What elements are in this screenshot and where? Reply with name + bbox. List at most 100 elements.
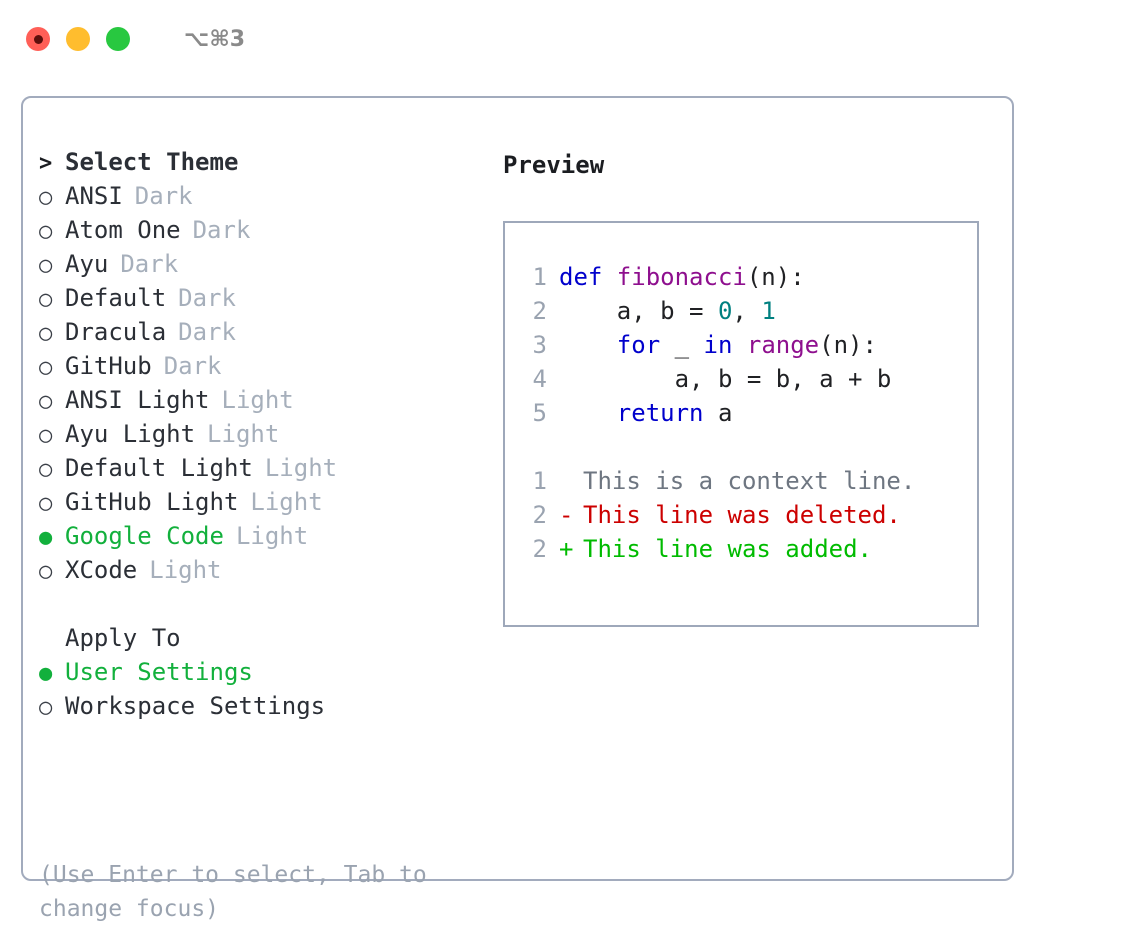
diff-content: This is a context line.	[583, 467, 916, 495]
apply-to-title: Apply To	[65, 624, 181, 652]
diff-line: 2+This line was added.	[523, 535, 977, 569]
theme-list-item[interactable]: ○ Default Light Light	[39, 454, 479, 488]
theme-name: Default Light	[65, 454, 253, 482]
theme-variant-badge: Dark	[120, 250, 179, 278]
radio-unselected-icon: ○	[39, 321, 53, 346]
theme-name: Atom One	[65, 216, 181, 244]
code-token: fibonacci	[616, 263, 747, 291]
apply-to-header: Apply To	[39, 624, 479, 658]
code-token	[732, 331, 746, 359]
minimize-button[interactable]	[66, 27, 90, 51]
line-number: 2	[532, 535, 547, 563]
theme-picker-header: > Select Theme	[39, 148, 479, 182]
diff-content: This line was deleted.	[583, 501, 901, 529]
code-text: a, b = b, a + b	[559, 365, 892, 393]
apply-to-label: Workspace Settings	[65, 692, 326, 720]
code-text: a, b = 0, 1	[559, 297, 776, 325]
radio-unselected-icon: ○	[39, 185, 53, 210]
code-line: 5 return a	[523, 399, 977, 433]
diff-content: This line was added.	[583, 535, 872, 563]
theme-variant-badge: Dark	[178, 284, 236, 312]
code-token: (n):	[819, 331, 877, 359]
theme-variant-badge: Light	[250, 488, 323, 516]
code-token: for	[616, 331, 661, 359]
radio-unselected-icon: ○	[39, 423, 53, 448]
code-line: 2 a, b = 0, 1	[523, 297, 977, 331]
theme-picker-title: Select Theme	[65, 148, 239, 176]
code-token: in	[703, 331, 733, 359]
diff-text: This is a context line.	[559, 467, 915, 495]
selection-caret-icon: >	[39, 151, 53, 176]
code-text: def fibonacci(n):	[559, 263, 805, 291]
list-spacer	[39, 590, 479, 624]
diff-sign	[559, 467, 583, 495]
theme-variant-badge: Dark	[192, 216, 251, 244]
apply-to-item[interactable]: ● User Settings	[39, 658, 479, 692]
code-token: (n):	[746, 263, 805, 291]
apply-to-item[interactable]: ○Workspace Settings	[39, 692, 479, 726]
code-token	[559, 399, 617, 427]
theme-name: ANSI	[65, 182, 123, 210]
apply-to-list: ● User Settings ○Workspace Settings	[39, 658, 479, 726]
code-token	[559, 331, 617, 359]
theme-variant-badge: Dark	[134, 182, 193, 210]
theme-name: GitHub	[65, 352, 152, 380]
radio-unselected-icon: ○	[39, 355, 53, 380]
theme-variant-badge: Light	[149, 556, 222, 584]
theme-variant-badge: Light	[207, 420, 280, 448]
diff-line: 1 This is a context line.	[523, 467, 977, 501]
maximize-button[interactable]	[106, 27, 130, 51]
close-button[interactable]	[26, 27, 50, 51]
code-line: 4 a, b = b, a + b	[523, 365, 977, 399]
code-token: a	[703, 399, 733, 427]
radio-unselected-icon: ○	[39, 253, 53, 278]
line-number: 5	[532, 399, 547, 427]
radio-unselected-icon: ○	[39, 457, 53, 482]
theme-name: Google Code	[65, 522, 224, 550]
line-number: 2	[532, 297, 547, 325]
code-token: ,	[732, 297, 762, 325]
theme-name: Default	[65, 284, 167, 312]
radio-selected-icon: ●	[39, 661, 53, 686]
theme-variant-badge: Light	[264, 454, 338, 482]
radio-unselected-icon: ○	[39, 559, 53, 584]
theme-variant-badge: Dark	[178, 318, 236, 346]
preview-title: Preview	[503, 151, 605, 179]
radio-unselected-icon: ○	[39, 219, 53, 244]
code-token: def	[559, 263, 617, 291]
theme-list-item[interactable]: ○ Atom One Dark	[39, 216, 479, 250]
diff-sign: -	[559, 501, 574, 529]
theme-list-item[interactable]: ○ ANSI Dark	[39, 182, 479, 216]
code-line: 3 for _ in range(n):	[523, 331, 977, 365]
shortcut-hint: ⌥⌘3	[184, 26, 246, 52]
recording-indicator-icon	[33, 34, 43, 44]
line-number: 1	[532, 467, 547, 495]
code-text: return a	[559, 399, 733, 427]
code-text: for _ in range(n):	[559, 331, 877, 359]
radio-selected-icon: ●	[39, 525, 53, 550]
apply-to-label: User Settings	[65, 658, 253, 686]
theme-variant-badge: Light	[221, 386, 294, 414]
keyboard-hint: (Use Enter to select, Tab to change focu…	[39, 862, 441, 922]
line-number: 4	[532, 365, 547, 393]
title-bar: ⌥⌘3	[0, 0, 1140, 78]
code-token: a, b =	[559, 297, 718, 325]
code-token: range	[746, 331, 820, 359]
code-token: _	[660, 331, 704, 359]
